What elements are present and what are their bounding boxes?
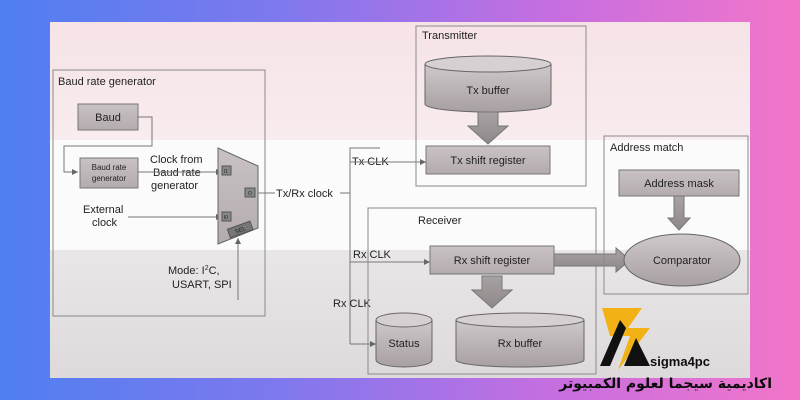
baud-block (77, 103, 139, 131)
logo-text: sigma4pc (650, 354, 710, 369)
mux-input-0 (221, 211, 232, 222)
flag-watermark-red (50, 22, 750, 140)
external-clock-label-1: External (83, 204, 123, 216)
status-cylinder-top (375, 312, 433, 328)
txrx-clock-label: Tx/Rx clock (276, 188, 333, 200)
logo-black-shape-right (624, 338, 650, 366)
rx-shift-to-buffer-arrow (470, 275, 514, 309)
rx-shift-register-label: Rx shift register (454, 255, 531, 267)
clock-from-label-1: Clock from (150, 154, 203, 166)
tx-buffer-to-shift-arrow (466, 111, 510, 145)
address-match-frame (603, 135, 749, 295)
comparator-ellipse (623, 233, 741, 287)
external-clock-label-2: clock (92, 217, 118, 229)
rx-buffer-label: Rx buffer (498, 338, 543, 350)
transmitter-title: Transmitter (422, 30, 478, 42)
transmitter-frame (415, 25, 587, 187)
tx-buffer-label: Tx buffer (466, 85, 510, 97)
brg-block (79, 157, 139, 189)
status-label: Status (388, 338, 420, 350)
rx-buffer-cylinder-body (455, 320, 585, 368)
receiver-title: Receiver (418, 215, 462, 227)
rx-buffer-cylinder-top (455, 312, 585, 328)
baud-rate-generator-title: Baud rate generator (58, 76, 156, 88)
mux-input-1-label: I1 (224, 169, 228, 175)
logo-gold-shape (602, 308, 650, 370)
brg-block-label-1: Baud rate (92, 163, 127, 172)
sigma4pc-logo (600, 308, 650, 370)
tx-shift-register (425, 145, 551, 175)
mux-output (244, 187, 256, 198)
tx-clk-trunk (349, 147, 380, 193)
receiver-frame (367, 207, 597, 375)
mux-select (226, 220, 254, 239)
rx-clk-lower-label: Rx CLK (333, 298, 372, 310)
diagram-card: Baud rate generator Baud Baud rate gener… (50, 22, 750, 378)
clock-from-label-3: generator (151, 180, 198, 192)
mask-to-comparator-arrow (666, 195, 692, 231)
baud-to-brg-wire (63, 116, 153, 175)
status-cylinder-body (375, 320, 433, 368)
comparator-label: Comparator (653, 255, 711, 267)
rx-shift-register (429, 245, 555, 275)
rx-shift-to-comparator-arrow (553, 246, 631, 274)
baud-label: Baud (95, 112, 121, 124)
address-mask-block (618, 169, 740, 197)
mux-select-label: SEL (234, 226, 247, 236)
uart-block-diagram: Baud rate generator Baud Baud rate gener… (52, 25, 749, 375)
mux-input-1 (221, 165, 232, 176)
mode-label-2: USART, SPI (172, 279, 232, 291)
rx-clk-upper-label: Rx CLK (353, 249, 392, 261)
clock-from-label-2: Baud rate (153, 167, 201, 179)
tx-buffer-cylinder-top (424, 55, 552, 73)
brg-block-label-2: generator (92, 174, 127, 183)
arabic-branding-text: اكاديمية سيجما لعلوم الكمبيوتر (559, 376, 772, 392)
mode-label-1: Mode: I2C, (168, 265, 220, 277)
logo-black-shape-left (600, 320, 626, 366)
mux-output-label: O (248, 191, 252, 197)
tx-shift-register-label: Tx shift register (450, 155, 526, 167)
address-mask-label: Address mask (644, 178, 714, 190)
address-match-title: Address match (610, 142, 683, 154)
mux-input-0-label: I0 (224, 215, 228, 221)
